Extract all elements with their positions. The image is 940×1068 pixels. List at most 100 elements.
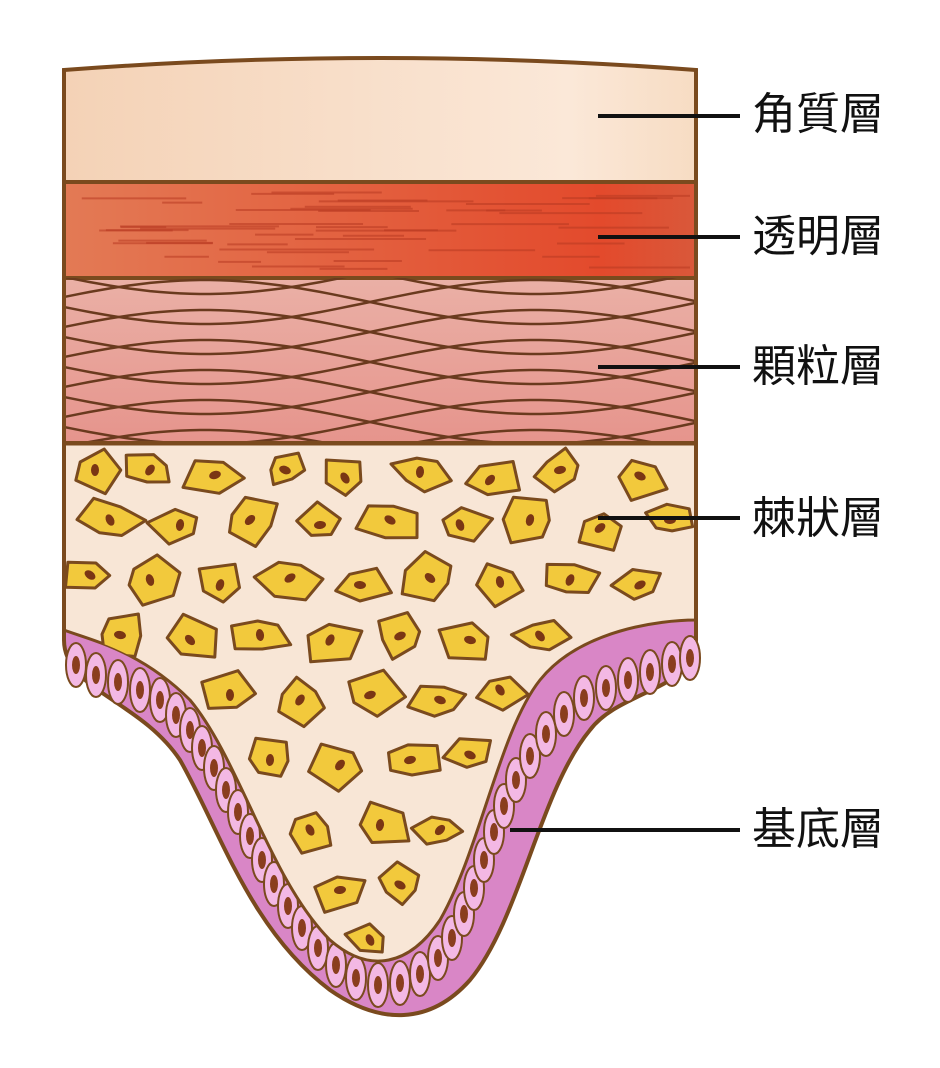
spinous-cell xyxy=(347,668,407,718)
spinous-cell-nucleus xyxy=(434,824,446,836)
basal-cell-nucleus xyxy=(500,797,508,815)
granular-cell-line xyxy=(72,428,338,444)
basal-cells xyxy=(65,635,701,1008)
basal-cell-nucleus xyxy=(668,655,676,673)
basal-cell-nucleus xyxy=(114,673,122,691)
label-stratum-basale: 基底層 xyxy=(752,804,884,855)
basal-cell-nucleus xyxy=(258,851,266,869)
basal-cell-nucleus xyxy=(448,929,456,947)
basal-cell-nucleus xyxy=(298,919,306,937)
spinous-cell-nucleus xyxy=(455,519,465,531)
basal-cell-nucleus xyxy=(396,974,404,992)
spinous-cell-nucleus xyxy=(215,579,225,591)
granular-cell-line xyxy=(392,278,677,296)
basal-cell-nucleus xyxy=(186,721,194,739)
label-stratum-granulosum: 顆粒層 xyxy=(752,341,884,392)
spinous-cell-nucleus xyxy=(305,824,315,836)
spinous-cell-nucleus xyxy=(145,464,155,476)
spinous-cell-nucleus xyxy=(265,754,275,766)
spinous-cell-nucleus xyxy=(284,573,296,583)
granular-cell-line xyxy=(64,368,696,416)
spinous-cell-nucleus xyxy=(295,694,305,706)
spinous-cell-nucleus xyxy=(105,514,115,526)
spinous-cell-nucleus xyxy=(594,523,606,533)
granular-cell-outlines xyxy=(64,278,696,444)
spinous-cell-nucleus xyxy=(175,519,185,531)
basal-cell-nucleus xyxy=(646,663,654,681)
granular-cell-line xyxy=(64,398,696,444)
basal-cell-nucleus xyxy=(526,747,534,765)
spinous-cell-nucleus xyxy=(634,580,646,590)
basal-cell-nucleus xyxy=(246,827,254,845)
spinous-cell-nucleus xyxy=(184,634,196,646)
spinous-cell-nucleus xyxy=(334,885,346,895)
spinous-cells xyxy=(64,446,695,954)
basal-cell-nucleus xyxy=(72,656,80,674)
spinous-cell-nucleus xyxy=(394,880,406,890)
basal-cell-nucleus xyxy=(284,897,292,915)
basal-cell-nucleus xyxy=(580,689,588,707)
spinous-cell-nucleus xyxy=(565,574,575,586)
spinous-cell-nucleus xyxy=(434,695,446,705)
basal-cell-nucleus xyxy=(542,725,550,743)
spinous-cell-nucleus xyxy=(279,465,291,475)
granular-cell-line xyxy=(402,428,667,444)
spinous-cell-nucleus xyxy=(424,573,436,583)
granular-cell-line xyxy=(64,278,696,326)
basal-cell-nucleus xyxy=(92,666,100,684)
basal-cell-nucleus xyxy=(416,965,424,983)
spinous-cell xyxy=(307,742,364,793)
spinous-cell-nucleus xyxy=(525,514,535,526)
spinous-cell-nucleus xyxy=(354,580,366,590)
label-stratum-spinosum: 棘狀層 xyxy=(752,493,884,544)
basal-cell-nucleus xyxy=(512,771,520,789)
spinous-cell-nucleus xyxy=(495,576,505,588)
spinous-cell xyxy=(295,500,342,537)
spinous-cell-nucleus xyxy=(145,574,155,586)
spinous-cell-nucleus xyxy=(244,514,256,526)
basal-cell-nucleus xyxy=(470,879,478,897)
basal-cell-nucleus xyxy=(352,969,360,987)
basal-cell-nucleus xyxy=(602,679,610,697)
spinous-cell-nucleus xyxy=(84,570,96,580)
granular-cell-line xyxy=(64,308,696,356)
spinous-cell xyxy=(437,621,490,661)
spinous-cell xyxy=(343,922,385,954)
basal-cell-nucleus xyxy=(374,976,382,994)
spinous-cell-nucleus xyxy=(91,464,99,476)
granular-cell-line xyxy=(64,278,348,296)
spinous-cell-nucleus xyxy=(634,471,646,481)
label-stratum-corneum: 角質層 xyxy=(752,89,884,140)
basal-cell-nucleus xyxy=(560,705,568,723)
stratum-corneum-layer xyxy=(62,56,698,184)
spinous-cell-nucleus xyxy=(404,755,416,765)
basal-cell-nucleus xyxy=(490,823,498,841)
spinous-cell-nucleus xyxy=(325,634,335,646)
spinous-cell-nucleus xyxy=(464,635,476,645)
basal-cell-nucleus xyxy=(222,781,230,799)
lucidum-streaks xyxy=(81,191,690,270)
spinous-cell-nucleus xyxy=(375,819,385,831)
spinous-cell-nucleus xyxy=(384,515,396,525)
spinous-cell xyxy=(165,612,218,659)
basal-cell-nucleus xyxy=(314,939,322,957)
basal-cell-nucleus xyxy=(156,691,164,709)
spinous-cell xyxy=(306,622,364,664)
spinous-cell-nucleus xyxy=(209,470,221,480)
spinous-cell-nucleus xyxy=(340,472,350,484)
granular-cell-line xyxy=(64,278,696,326)
spinous-cell-nucleus xyxy=(415,466,425,478)
spinous-cell-nucleus xyxy=(495,684,505,696)
basal-cell-nucleus xyxy=(480,851,488,869)
spinous-cell-nucleus xyxy=(464,750,476,760)
label-stratum-lucidum: 透明層 xyxy=(752,211,884,262)
spinous-cell-nucleus xyxy=(535,630,545,642)
granular-cell-line xyxy=(64,308,696,356)
spinous-cell-nucleus xyxy=(364,690,376,700)
granular-cell-line xyxy=(64,368,696,416)
spinous-cell xyxy=(313,875,367,914)
spinous-cell-nucleus xyxy=(255,629,265,641)
basal-cell-nucleus xyxy=(332,956,340,974)
